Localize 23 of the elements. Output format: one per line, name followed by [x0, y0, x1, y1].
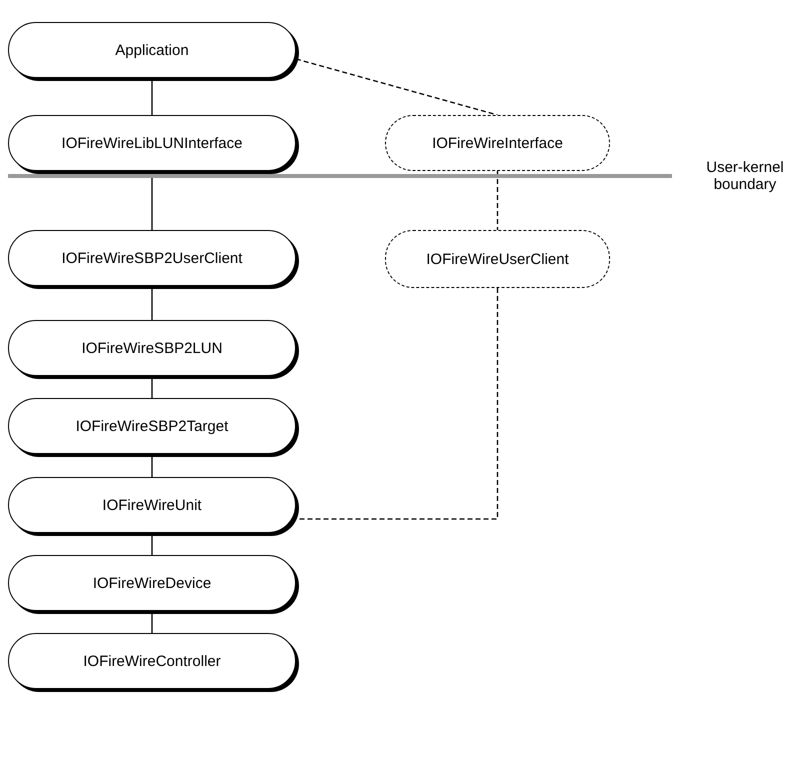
rounded-box: [8, 633, 296, 689]
class-name: IOFireWireController: [83, 652, 221, 670]
class-name: IOFireWireUnit: [102, 496, 202, 514]
boundary-label: User-kernel boundary: [705, 159, 785, 193]
connector-line: [151, 78, 153, 115]
rounded-box: [8, 22, 296, 78]
rounded-box: [8, 477, 296, 533]
class-name: IOFireWireUserClient: [426, 250, 569, 268]
class-name: IOFireWireSBP2Target: [76, 418, 228, 434]
class-name: IOFireWireDevice: [92, 574, 212, 592]
class-name: IOFireWireSBP2LUN: [82, 340, 222, 356]
class-name: IOFireWireInterface: [432, 134, 563, 152]
rounded-box: [8, 398, 296, 454]
rounded-box: [8, 115, 296, 171]
rounded-box: [8, 320, 296, 376]
connector-line: [151, 286, 153, 320]
rounded-box: [8, 230, 296, 286]
rounded-box: [8, 555, 296, 611]
class-name: IOFireWireSBP2UserClient: [62, 250, 242, 266]
dashed-connector: [296, 58, 498, 116]
dashed-connector: [496, 171, 498, 230]
class-name: IOFireWireLibLUNInterface: [62, 134, 242, 152]
class-name: Application: [115, 42, 189, 58]
